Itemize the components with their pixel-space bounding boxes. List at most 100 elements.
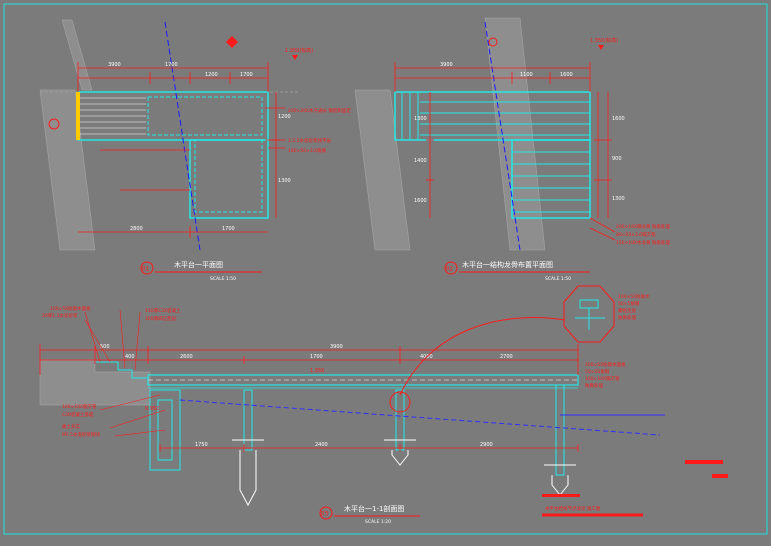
dim-02-right-2: 1300	[612, 196, 625, 202]
detail-octagon	[563, 285, 615, 343]
left-note-1: 20厚1:3水泥砂浆	[42, 312, 78, 319]
deck-outline-lower	[189, 139, 269, 219]
dim-02-left-1: 1400	[414, 158, 427, 164]
stair-section	[95, 361, 181, 471]
view-03-title: 木平台一1-1剖面图	[344, 504, 404, 513]
dim-02-top-2: 1600	[560, 72, 573, 78]
detail-content	[575, 299, 605, 330]
elev-triangle-02	[598, 45, 604, 50]
left-leaders	[84, 309, 166, 437]
view-01-title: 木平台一平面图	[174, 260, 223, 269]
natural-grade	[179, 399, 661, 436]
note-02-2: 150×100木龙骨 防腐处理	[616, 239, 670, 246]
terrain-hatch-02b	[484, 17, 546, 251]
axis-line	[164, 21, 201, 251]
dim-02-right-1: 900	[612, 156, 622, 162]
section-marker-01	[226, 36, 238, 48]
elev-triangle-01	[292, 55, 298, 60]
left-note-2: 150厚C20混凝土	[145, 307, 181, 314]
dim-01-right-1: 1300	[278, 178, 291, 184]
elev-mark-02: 1.350(标高)	[590, 37, 618, 44]
footnote-bar	[542, 494, 580, 497]
legend-bar-2	[712, 474, 728, 478]
section-circle-02	[488, 37, 498, 47]
pile-footings	[232, 439, 576, 507]
view-02-structure-plan: 3900 1100 1600 1600 900 1300 1300 1400 1…	[354, 17, 670, 282]
left-note-lower-0: 100×100钢方管	[62, 403, 97, 410]
left-note-lower-1: C20混凝土基础	[62, 411, 94, 418]
dim-03-top-0: 500	[100, 344, 110, 350]
dim-01-top-1: 1700	[165, 62, 178, 68]
view-02-number: 02	[446, 266, 454, 273]
view-01-plan: 3900 1700 1200 1700 1200 1300 2800 1700 …	[39, 19, 351, 282]
note-01-0: 200×200木方通长 钢结构固定	[288, 107, 351, 114]
elev-03-1: 0.950	[145, 406, 159, 412]
view-01-number: 01	[142, 266, 150, 273]
terrain-hatch	[39, 89, 96, 251]
dim-02-top-1: 1100	[520, 72, 533, 78]
dim-01-bottom-0: 2800	[130, 226, 143, 232]
right-note-0: 100×50防腐木面板	[585, 361, 626, 368]
joists-02	[401, 92, 590, 213]
frame-lower-02	[511, 139, 591, 219]
detail-note-2: 螺栓连接	[618, 307, 636, 314]
dim-01-top-2: 1200	[205, 72, 218, 78]
ground-mass-left	[39, 359, 151, 406]
elev-03-0: 1.350	[310, 368, 324, 374]
dim-01-top-3: 1700	[240, 72, 253, 78]
dim-03-sub-2: 1700	[310, 354, 323, 360]
legend-bar-1	[685, 460, 723, 464]
dim-02-top-0: 3900	[440, 62, 453, 68]
dim-01-right-0: 1200	[278, 114, 291, 120]
detail-bubble-small	[389, 391, 411, 413]
edge-highlight	[76, 92, 80, 140]
detail-note-3: 防腐处理	[618, 314, 636, 321]
right-note-1: 50×50角钢	[585, 368, 610, 375]
detail-leader	[399, 317, 566, 396]
dim-03-sub-1: 2600	[180, 354, 193, 360]
stair-treads	[80, 97, 146, 135]
dim-01-top-0: 3900	[108, 62, 121, 68]
note-01-2: 180×50×3.0角钢	[288, 147, 327, 154]
view-01-scale: SCALE 1:50	[210, 276, 236, 282]
note-02-1: 80×50×3.0钢方管	[616, 231, 656, 238]
left-note-lower-3: M7.5水泥砂浆砌块	[62, 431, 101, 438]
note-02-0: 200×100钢龙骨 防腐处理	[616, 223, 670, 230]
view-02-title: 木平台一结构龙骨布置平面图	[462, 260, 553, 269]
deck-inner-line	[147, 96, 263, 136]
dim-03-sub-3: 2700	[500, 354, 513, 360]
dim-03-bottom-0: 1750	[195, 442, 208, 448]
dim-lines-02	[394, 62, 616, 241]
view-03-scale: SCALE 1:20	[365, 519, 391, 525]
left-note-3: 100厚碎石垫层	[145, 315, 177, 322]
dim-02-left-2: 1600	[414, 198, 427, 204]
view-02-number-circle	[444, 261, 458, 275]
frame-top-02	[394, 91, 591, 141]
dim-03-sub-0: 400	[125, 354, 135, 360]
view-03-number: 03	[321, 511, 329, 518]
dim-01-bottom-1: 1700	[222, 226, 235, 232]
note-01-1: 1:2.5水泥砂浆找平层	[288, 137, 332, 144]
dim-03-bottom-2: 2900	[480, 442, 493, 448]
dim-02-left-0: 1300	[414, 116, 427, 122]
posts	[243, 384, 565, 476]
deck-inner-lower	[194, 139, 263, 213]
left-note-0: 100×50防腐木面板	[50, 305, 91, 312]
view-02-scale: SCALE 1:50	[545, 276, 571, 282]
terrain-hatch-02	[354, 89, 411, 251]
dim-03-top-1: 3900	[330, 344, 343, 350]
view-03-number-circle	[319, 506, 333, 520]
detail-note-1: 50×5角钢	[618, 300, 640, 307]
axis-line-02	[484, 21, 521, 251]
dim-lines-01	[77, 62, 285, 238]
right-note-2: 100×100钢方管	[585, 375, 620, 382]
left-note-lower-2: 素土夯实	[62, 423, 80, 430]
view-03-section: 500 3900 4000 400 2600 1700 2700 1750 24…	[39, 285, 728, 525]
detail-note-0: 100×50防腐木	[618, 293, 650, 300]
dim-03-bottom-1: 2400	[315, 442, 328, 448]
sheet-frame	[3, 3, 768, 535]
right-note-3: 防腐处理	[585, 382, 603, 389]
terrain-hatch-top	[61, 19, 93, 91]
